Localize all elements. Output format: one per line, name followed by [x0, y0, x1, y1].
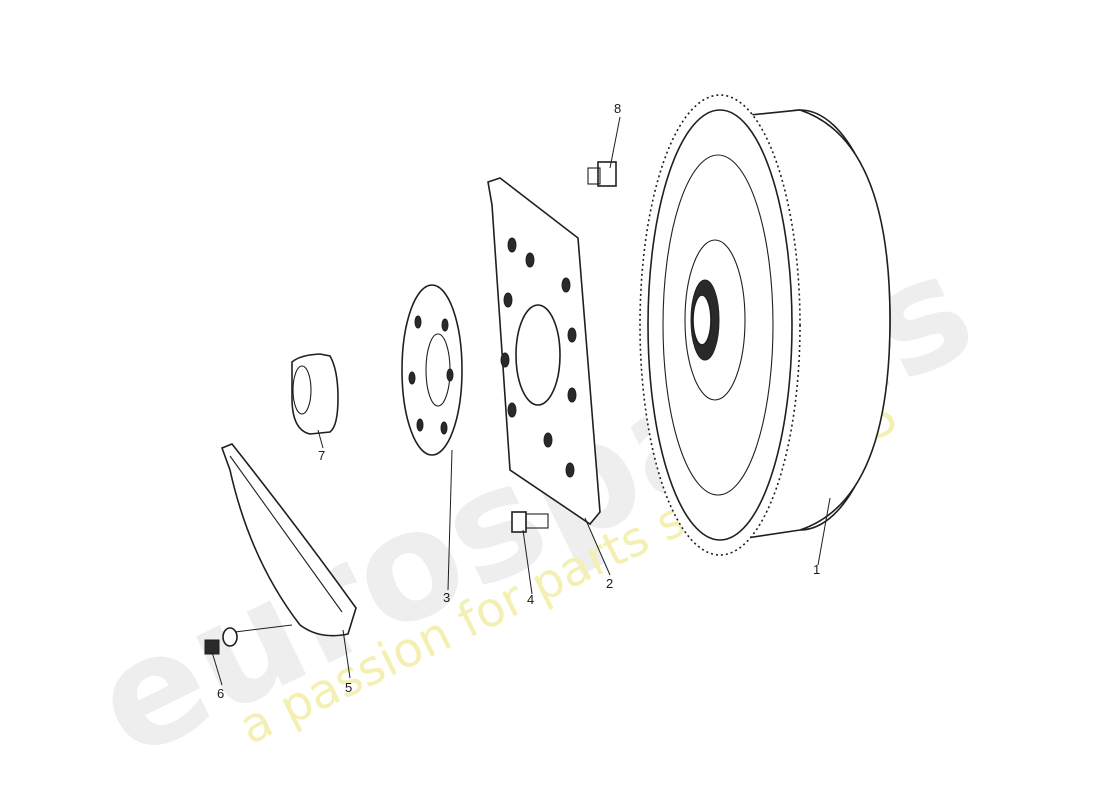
callout-labels: 1 2 3 4 5 6 7 8	[217, 101, 820, 701]
shield-plate-part-5[interactable]	[220, 443, 357, 637]
bolt-part-8[interactable]	[587, 161, 617, 187]
torque-converter-part-1[interactable]	[639, 94, 891, 556]
callout-label-7: 7	[318, 448, 325, 463]
leader-lines	[211, 116, 831, 686]
bolt-part-4[interactable]	[511, 511, 549, 533]
drive-plate-part-2[interactable]	[487, 177, 601, 526]
callout-label-2: 2	[606, 576, 613, 591]
callout-label-3: 3	[443, 590, 450, 605]
bushing-part-7[interactable]	[291, 353, 339, 435]
callout-label-1: 1	[813, 562, 820, 577]
spacer-flange-part-3[interactable]	[401, 284, 463, 456]
callout-label-5: 5	[345, 680, 352, 695]
callout-label-6: 6	[217, 686, 224, 701]
callout-label-8: 8	[614, 101, 621, 116]
nut-washer-part-6[interactable]	[204, 627, 238, 655]
callout-label-4: 4	[527, 592, 534, 607]
